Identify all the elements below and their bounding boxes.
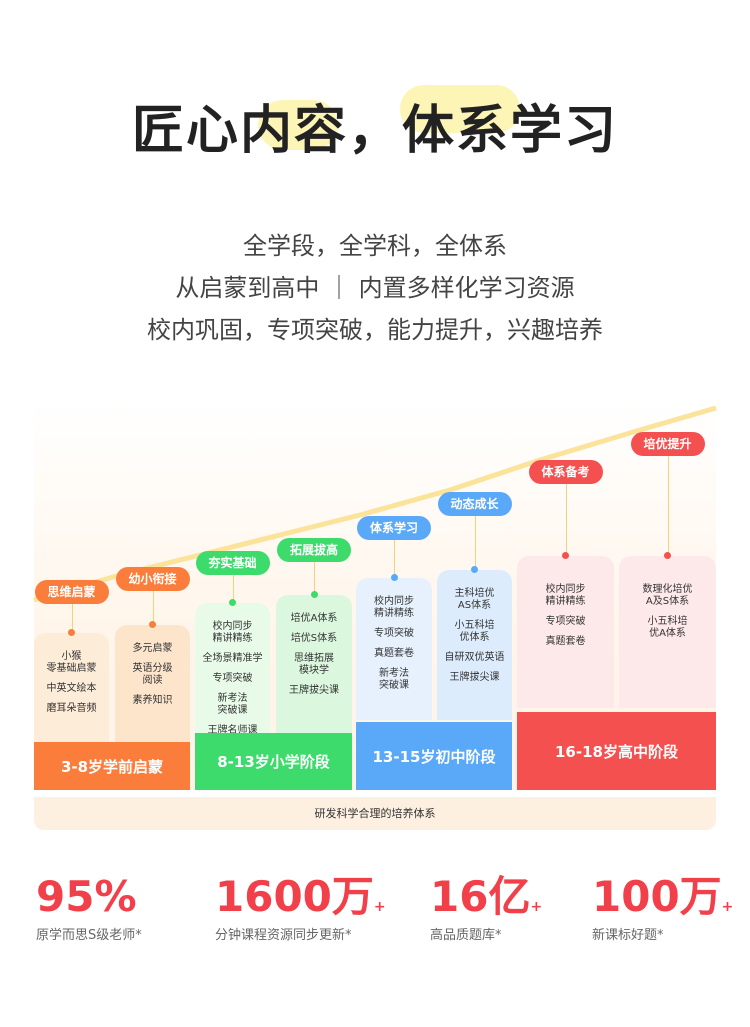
stat-block: 1600万+ 分钟课程资源同步更新* <box>215 872 386 943</box>
stat-plus: + <box>721 899 734 915</box>
course-item: 英语分级 阅读 <box>132 663 173 686</box>
stat-block: 95% 原学而思S级老师* <box>36 872 142 943</box>
connector-line <box>474 516 476 570</box>
stage-tag: 体系备考 <box>528 460 603 484</box>
stat-label: 原学而思S级老师* <box>36 928 142 943</box>
course-item: 小五科培 优A体系 <box>647 616 688 639</box>
stat-label: 高品质题库* <box>430 928 502 943</box>
course-item: 主科培优 AS体系 <box>454 588 495 611</box>
title-highlight <box>400 85 520 133</box>
course-item: 小五科培 优体系 <box>454 620 495 643</box>
course-card: 主科培优 AS体系小五科培 优体系自研双优英语王牌拔尖课 <box>437 570 512 720</box>
connector-dot <box>229 599 236 606</box>
course-item: 校内同步 精讲精练 <box>374 596 414 619</box>
stage-tag: 思维启蒙 <box>34 580 109 604</box>
connector-line <box>232 575 234 603</box>
footer-caption: 研发科学合理的培养体系 <box>34 797 716 830</box>
course-item: 真题套卷 <box>374 648 414 659</box>
course-item: 多元启蒙 <box>132 643 173 654</box>
connector-line <box>71 604 73 633</box>
course-item: 素养知识 <box>132 695 173 706</box>
stat-value: 1600万 <box>215 872 374 921</box>
stat-block: 16亿+ 高品质题库* <box>430 872 542 943</box>
course-card: 校内同步 精讲精练专项突破真题套卷 <box>517 556 614 708</box>
connector-line <box>314 562 315 595</box>
stat-value: 16亿 <box>430 872 531 921</box>
course-item: 专项突破 <box>545 616 586 627</box>
course-item: 数理化培优 A及S体系 <box>642 584 693 607</box>
age-stage-band: 13-15岁初中阶段 <box>356 722 512 790</box>
age-stage-band: 16-18岁高中阶段 <box>517 712 716 790</box>
stat-value: 100万 <box>592 872 722 921</box>
course-item: 真题套卷 <box>545 636 586 647</box>
subtitle-1: 全学段，全学科，全体系 <box>243 232 507 260</box>
course-item: 王牌名师课 <box>207 725 258 736</box>
course-card: 培优A体系培优S体系思维拓展 模块学王牌拔尖课 <box>276 595 352 733</box>
course-card: 校内同步 精讲精练全场景精准学专项突破新考法 突破课王牌名师课 <box>195 603 270 736</box>
course-item: 培优S体系 <box>290 633 338 644</box>
course-item: 小猴 零基础启蒙 <box>46 651 97 674</box>
connector-line <box>667 456 669 556</box>
stat-value: 95% <box>36 872 137 921</box>
connector-line <box>152 591 154 625</box>
course-card: 数理化培优 A及S体系小五科培 优A体系 <box>619 556 716 708</box>
connector-dot <box>562 552 569 559</box>
course-item: 自研双优英语 <box>444 652 505 663</box>
course-item: 校内同步 精讲精练 <box>545 584 586 607</box>
page-title: 匠心内容，体系学习 <box>131 101 618 161</box>
course-item: 思维拓展 模块学 <box>294 653 334 676</box>
age-stage-band: 3-8岁学前启蒙 <box>34 742 190 790</box>
connector-dot <box>68 629 75 636</box>
connector-dot <box>390 574 398 581</box>
course-item: 新考法 突破课 <box>379 668 409 691</box>
course-item: 新考法 突破课 <box>217 693 248 716</box>
stage-tag: 体系学习 <box>357 516 431 540</box>
course-card: 校内同步 精讲精练专项突破真题套卷新考法 突破课 <box>356 578 432 720</box>
stat-block: 100万+ 新课标好题* <box>592 872 733 943</box>
subtitle-2: 从启蒙到高中 ｜ 内置多样化学习资源 <box>175 274 575 302</box>
connector-dot <box>664 552 671 559</box>
age-stage-band: 8-13岁小学阶段 <box>195 733 352 790</box>
connector-dot <box>149 621 156 628</box>
stage-tag: 夯实基础 <box>195 551 270 575</box>
course-card: 多元启蒙英语分级 阅读素养知识 <box>115 625 190 742</box>
course-item: 王牌拔尖课 <box>449 672 500 683</box>
stat-plus: + <box>373 899 386 915</box>
stage-tag: 拓展拔高 <box>277 538 351 562</box>
stat-plus: + <box>530 899 543 915</box>
connector-line <box>394 540 395 578</box>
stat-label: 新课标好题* <box>592 928 664 943</box>
course-item: 全场景精准学 <box>202 653 263 664</box>
course-item: 中英文绘本 <box>46 683 97 694</box>
connector-line <box>565 484 567 556</box>
course-item: 专项突破 <box>374 628 414 639</box>
course-card: 小猴 零基础启蒙中英文绘本磨耳朵音频 <box>34 633 109 742</box>
subtitle-3: 校内巩固，专项突破，能力提升，兴趣培养 <box>147 316 603 344</box>
course-item: 王牌拔尖课 <box>289 685 339 696</box>
stat-label: 分钟课程资源同步更新* <box>215 928 352 943</box>
connector-dot <box>471 566 478 573</box>
course-item: 专项突破 <box>212 673 253 684</box>
title-highlight <box>258 100 338 150</box>
stage-tag: 培优提升 <box>630 432 705 456</box>
connector-dot <box>310 591 318 598</box>
stage-tag: 动态成长 <box>437 492 512 516</box>
stage-tag: 幼小衔接 <box>115 567 190 591</box>
course-item: 校内同步 精讲精练 <box>212 621 253 644</box>
course-item: 培优A体系 <box>290 613 338 624</box>
course-item: 磨耳朵音频 <box>46 703 97 714</box>
